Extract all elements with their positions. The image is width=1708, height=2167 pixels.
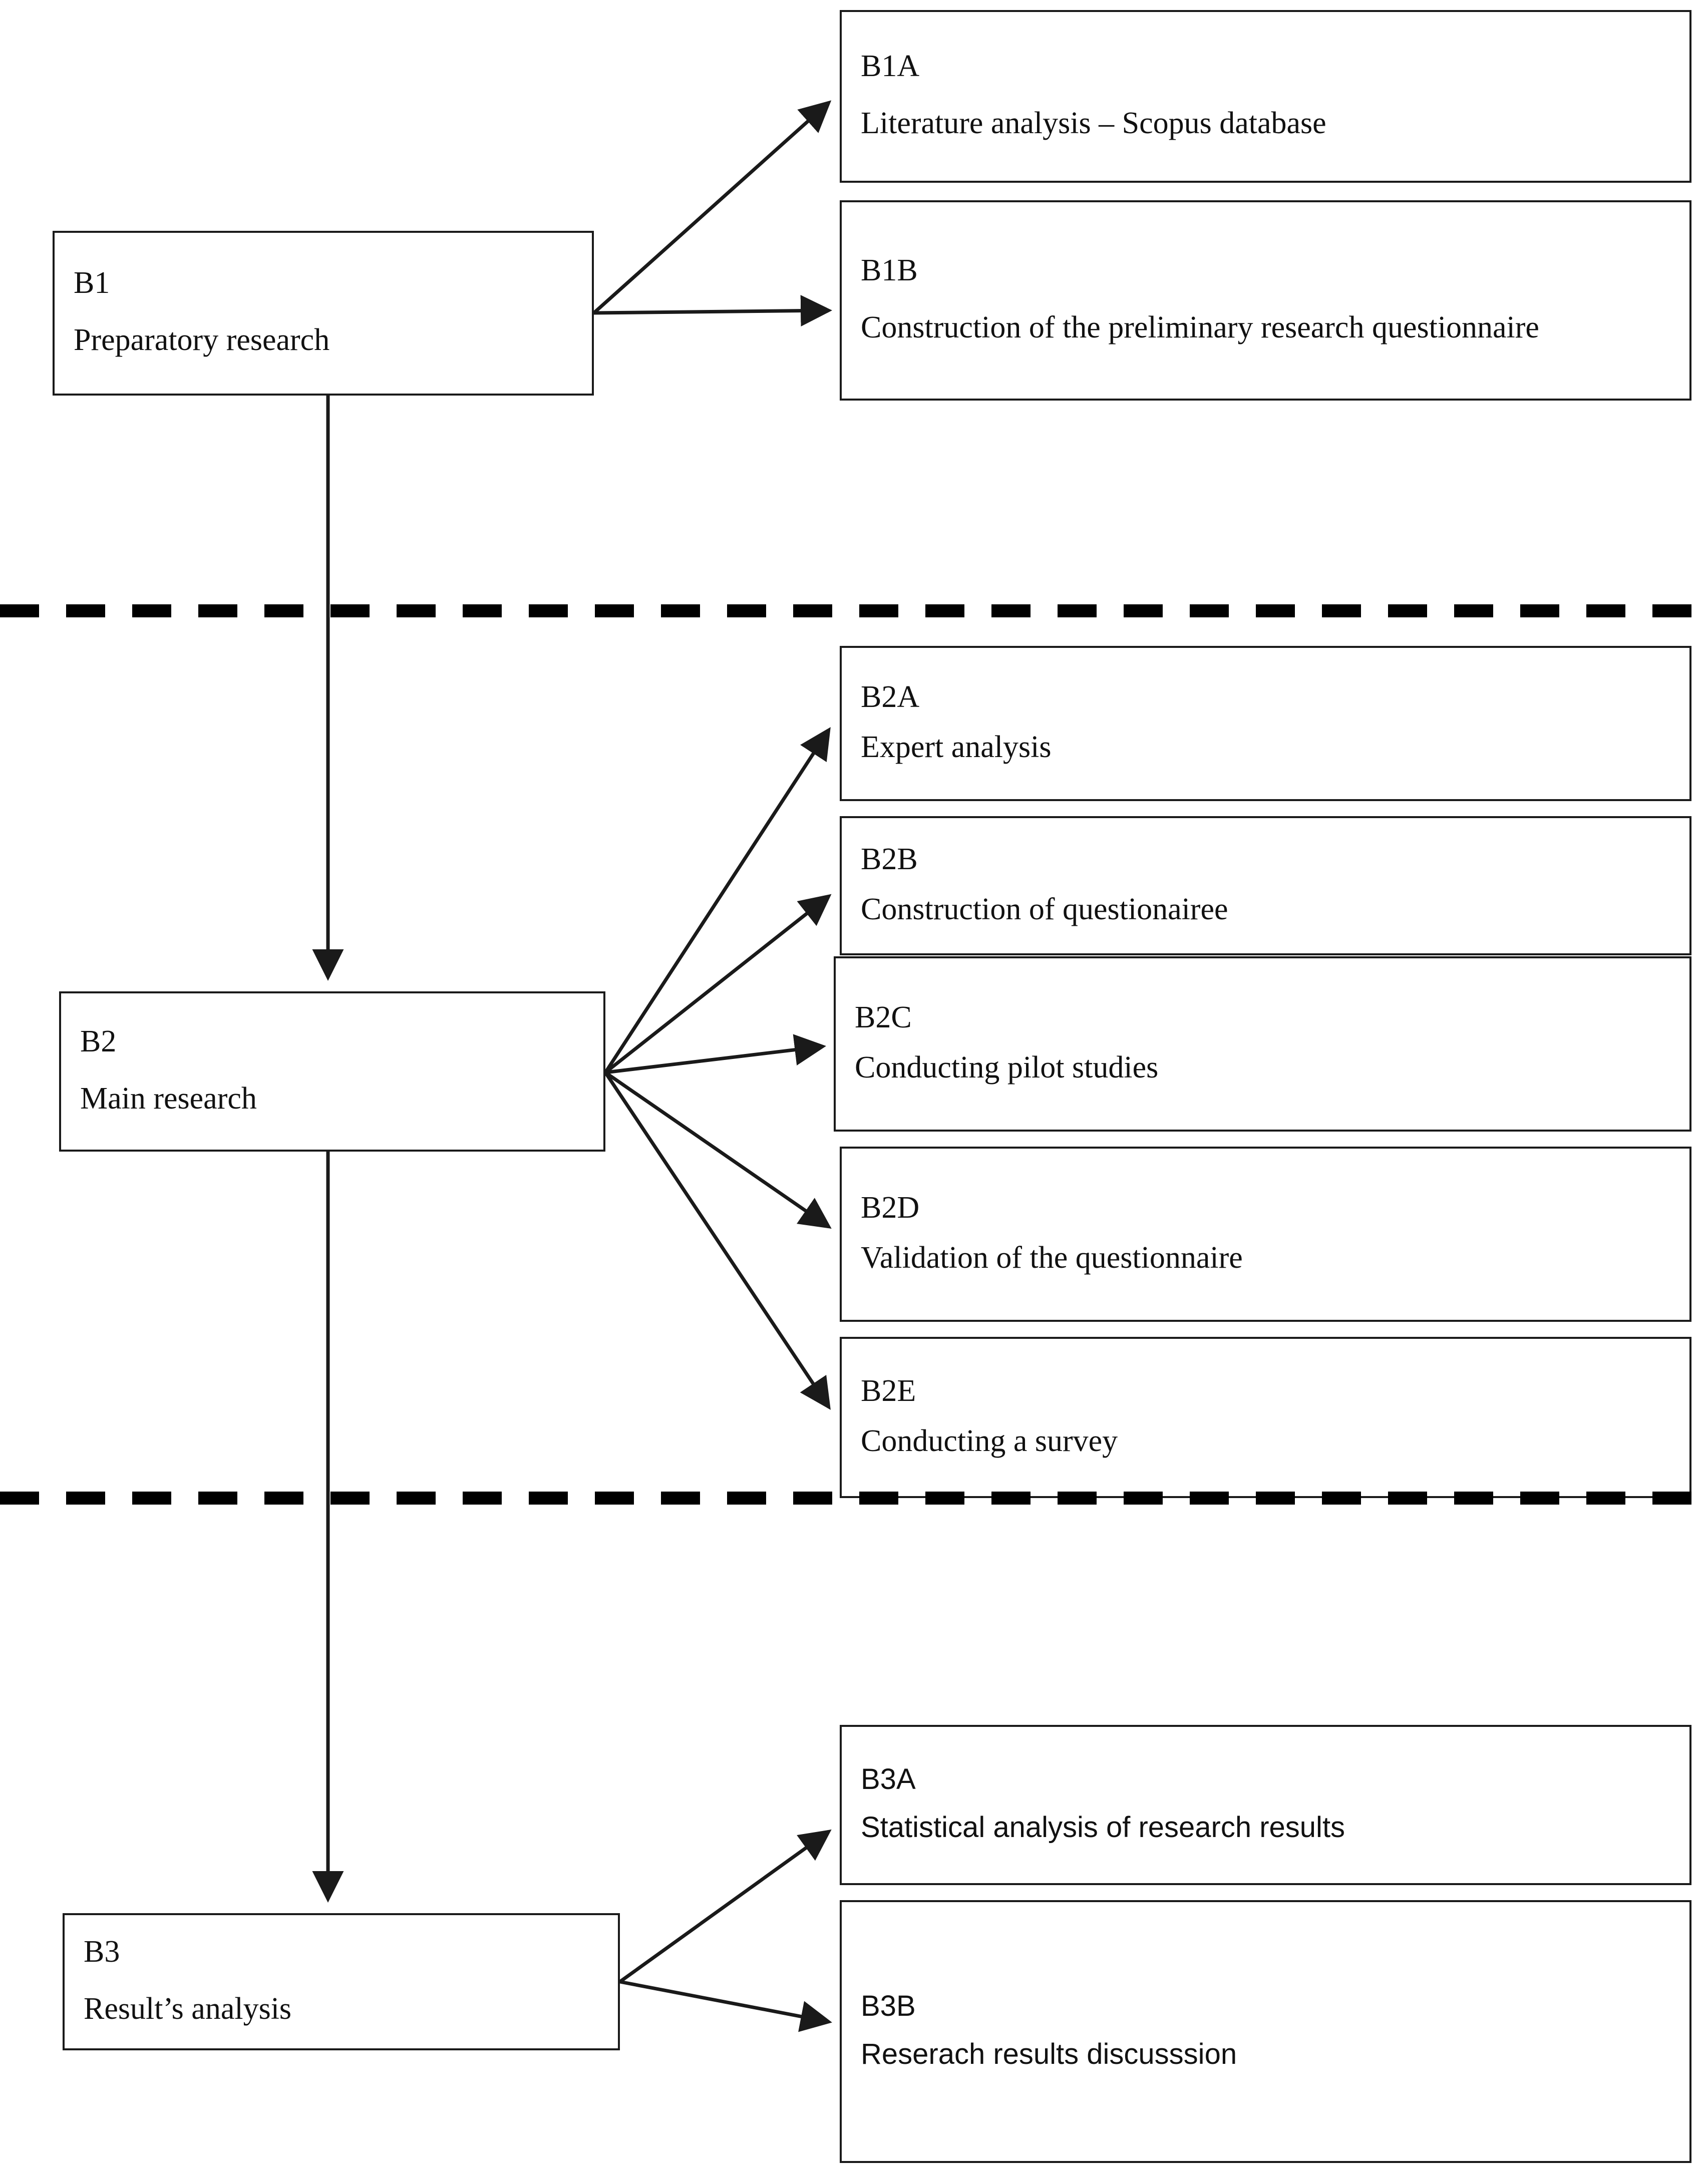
connector-b2-to-b2a (604, 727, 831, 1073)
node-b3a-label: Statistical analysis of research results (861, 1811, 1345, 1844)
node-b3b-label: Reserach results discusssion (861, 2037, 1237, 2070)
node-b2b[interactable]: B2B Construction of questionairee (840, 816, 1691, 955)
connector-b2-to-b2e (604, 1071, 831, 1410)
node-b2e[interactable]: B2E Conducting a survey (840, 1337, 1691, 1498)
connector-b2-to-b2d (604, 1071, 832, 1229)
connector-b2-to-b2c (605, 1034, 826, 1074)
node-b1-code: B1 (74, 266, 110, 300)
node-b3b-code: B3B (861, 1989, 916, 2022)
node-b1a-code: B1A (861, 49, 920, 84)
node-b2b-label: Construction of questionairee (861, 892, 1228, 926)
connector-b3-to-b3b (619, 1980, 832, 2032)
node-b2d-label: Validation of the questionnaire (861, 1240, 1243, 1275)
node-b2c[interactable]: B2C Conducting pilot studies (834, 956, 1691, 1132)
node-b1b-code: B1B (861, 253, 918, 287)
connector-b1-to-b1b (593, 295, 832, 327)
node-b2a-label: Expert analysis (861, 730, 1052, 764)
node-b2-label: Main research (80, 1081, 257, 1116)
node-b2d-code: B2D (861, 1190, 920, 1225)
node-b3b[interactable]: B3B Reserach results discusssion (840, 1900, 1691, 2163)
node-b2-code: B2 (80, 1024, 117, 1058)
node-b2e-code: B2E (861, 1373, 916, 1408)
node-b3-label: Result’s analysis (84, 1991, 292, 2026)
node-b2d[interactable]: B2D Validation of the questionnaire (840, 1147, 1691, 1322)
node-b3-code: B3 (84, 1934, 120, 1969)
node-b3a[interactable]: B3A Statistical analysis of research res… (840, 1725, 1691, 1885)
node-b2c-label: Conducting pilot studies (855, 1050, 1159, 1085)
connector-b1-to-b1a (592, 100, 832, 314)
connector-b3-to-b3a (618, 1829, 832, 1983)
node-b1a[interactable]: B1A Literature analysis – Scopus databas… (840, 10, 1691, 183)
node-b2a[interactable]: B2A Expert analysis (840, 646, 1691, 801)
node-b3[interactable]: B3 Result’s analysis (63, 1913, 620, 2050)
node-b2c-code: B2C (855, 1000, 912, 1034)
node-b2e-label: Conducting a survey (861, 1423, 1118, 1458)
node-b3a-code: B3A (861, 1763, 916, 1796)
connector-b2-to-b2b (604, 894, 832, 1074)
node-b1-label: Preparatory research (74, 323, 330, 357)
node-b1a-label: Literature analysis – Scopus database (861, 106, 1326, 141)
node-b1[interactable]: B1 Preparatory research (53, 231, 594, 396)
node-b1b[interactable]: B1B Construction of the preliminary rese… (840, 200, 1691, 401)
node-b2[interactable]: B2 Main research (59, 991, 605, 1152)
node-b2b-code: B2B (861, 842, 918, 876)
node-b2a-code: B2A (861, 679, 920, 714)
node-b1b-label: Construction of the preliminary research… (861, 310, 1539, 344)
